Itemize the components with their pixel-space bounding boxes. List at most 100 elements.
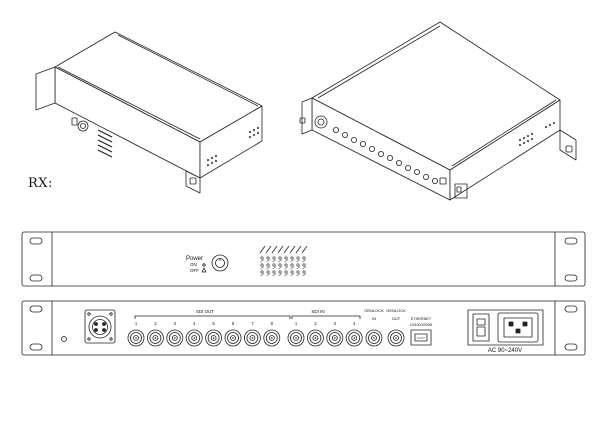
led-indicator <box>272 270 276 274</box>
led-label-stub <box>289 245 296 254</box>
led-label-stub <box>296 266 301 270</box>
led-indicator <box>284 256 288 260</box>
led-label-stub <box>278 266 283 270</box>
power-label: Power <box>186 256 203 262</box>
led-indicator <box>278 263 282 267</box>
led-indicator <box>266 256 270 260</box>
bnc-number: 1 <box>295 321 298 326</box>
led-label-stub <box>284 266 289 270</box>
sdi-out-bnc[interactable] <box>127 329 145 347</box>
sdi-in-bnc[interactable] <box>326 329 344 347</box>
bnc-number: 4 <box>193 321 196 326</box>
led-label-stub <box>272 273 277 277</box>
bnc-number: 3 <box>174 321 177 326</box>
led-indicator <box>272 263 276 267</box>
led-label-stub <box>278 273 283 277</box>
genlock-in-sub: IN <box>372 316 376 321</box>
ac-voltage-label: AC 90~240V <box>488 348 522 354</box>
led-indicator <box>266 263 270 267</box>
led-label-stub <box>302 273 307 277</box>
sdi-in-bnc[interactable] <box>306 329 324 347</box>
led-indicator <box>302 256 306 260</box>
led-label-stub <box>277 245 284 254</box>
led-label-stub <box>295 245 302 254</box>
led-label-stub <box>283 245 290 254</box>
bnc-number: 1 <box>135 321 138 326</box>
sdi-out-bnc[interactable] <box>146 329 164 347</box>
led-label-stub <box>266 273 271 277</box>
ethernet-label: ETHERNET <box>411 317 432 321</box>
bnc-number: 8 <box>271 321 274 326</box>
sdi-in-label: SDI IN <box>311 309 324 314</box>
bnc-number: 3 <box>334 321 337 326</box>
mount-slot <box>29 343 43 351</box>
led-label-stub <box>302 259 307 263</box>
on-label: ON <box>190 262 197 267</box>
bnc-number: 5 <box>212 321 215 326</box>
sdi-out-bnc[interactable] <box>263 329 281 347</box>
sdi-in-bnc[interactable] <box>287 329 305 347</box>
led-label-stub <box>271 245 278 254</box>
led-label-stub <box>302 266 307 270</box>
ethernet-port[interactable] <box>410 329 432 346</box>
sdi-out-bnc[interactable] <box>224 329 242 347</box>
xlr-connector[interactable] <box>84 309 116 344</box>
led-label-stub <box>259 245 266 254</box>
led-label-stub <box>260 266 265 270</box>
led-indicator <box>302 270 306 274</box>
led-label-stub <box>296 259 301 263</box>
sdi-out-bnc[interactable] <box>243 329 261 347</box>
led-indicator-grid <box>259 245 308 277</box>
ac-power-inlet[interactable] <box>467 309 544 346</box>
led-indicator <box>278 256 282 260</box>
mount-slot <box>564 274 578 282</box>
led-label-stub <box>284 259 289 263</box>
led-indicator <box>284 270 288 274</box>
led-label-stub <box>272 259 277 263</box>
mount-slot <box>564 305 578 313</box>
sdi-out-bnc[interactable] <box>185 329 203 347</box>
led-indicator <box>260 263 264 267</box>
rear-panel <box>21 300 586 356</box>
led-indicator <box>296 263 300 267</box>
sdi-in-bnc[interactable] <box>345 329 363 347</box>
led-label-stub <box>260 273 265 277</box>
mount-slot <box>29 305 43 313</box>
led-indicator <box>296 256 300 260</box>
sdi-out-bnc[interactable] <box>166 329 184 347</box>
led-indicator <box>278 270 282 274</box>
genlock-out-bnc[interactable] <box>387 329 405 347</box>
mount-slot <box>29 237 43 245</box>
led-indicator <box>296 270 300 274</box>
led-label-stub <box>266 259 271 263</box>
bnc-number: 6 <box>232 321 235 326</box>
genlock-out-sub: OUT <box>392 316 401 321</box>
mount-slot <box>29 274 43 282</box>
led-label-stub <box>265 245 272 254</box>
bnc-connector-row <box>127 329 405 347</box>
off-label: OFF <box>190 268 199 273</box>
sdi-out-bnc[interactable] <box>205 329 223 347</box>
led-indicator <box>266 270 270 274</box>
led-label-stub <box>290 259 295 263</box>
led-indicator <box>284 263 288 267</box>
led-indicator <box>260 256 264 260</box>
led-indicator <box>290 263 294 267</box>
power-knob[interactable] <box>211 254 229 272</box>
led-label-stub <box>290 273 295 277</box>
led-label-stub <box>266 266 271 270</box>
bnc-number: 2 <box>314 321 317 326</box>
iso-view-rear <box>299 21 577 201</box>
mount-slot <box>564 237 578 245</box>
led-indicator <box>272 256 276 260</box>
led-label-stub <box>278 259 283 263</box>
led-label-stub <box>301 245 308 254</box>
led-label-stub <box>272 266 277 270</box>
bnc-number: 7 <box>251 321 254 326</box>
led-indicator <box>260 270 264 274</box>
led-indicator <box>302 263 306 267</box>
ethernet-speed-label: 10/100/1000M <box>410 323 432 327</box>
genlock-in-bnc[interactable] <box>365 329 383 347</box>
